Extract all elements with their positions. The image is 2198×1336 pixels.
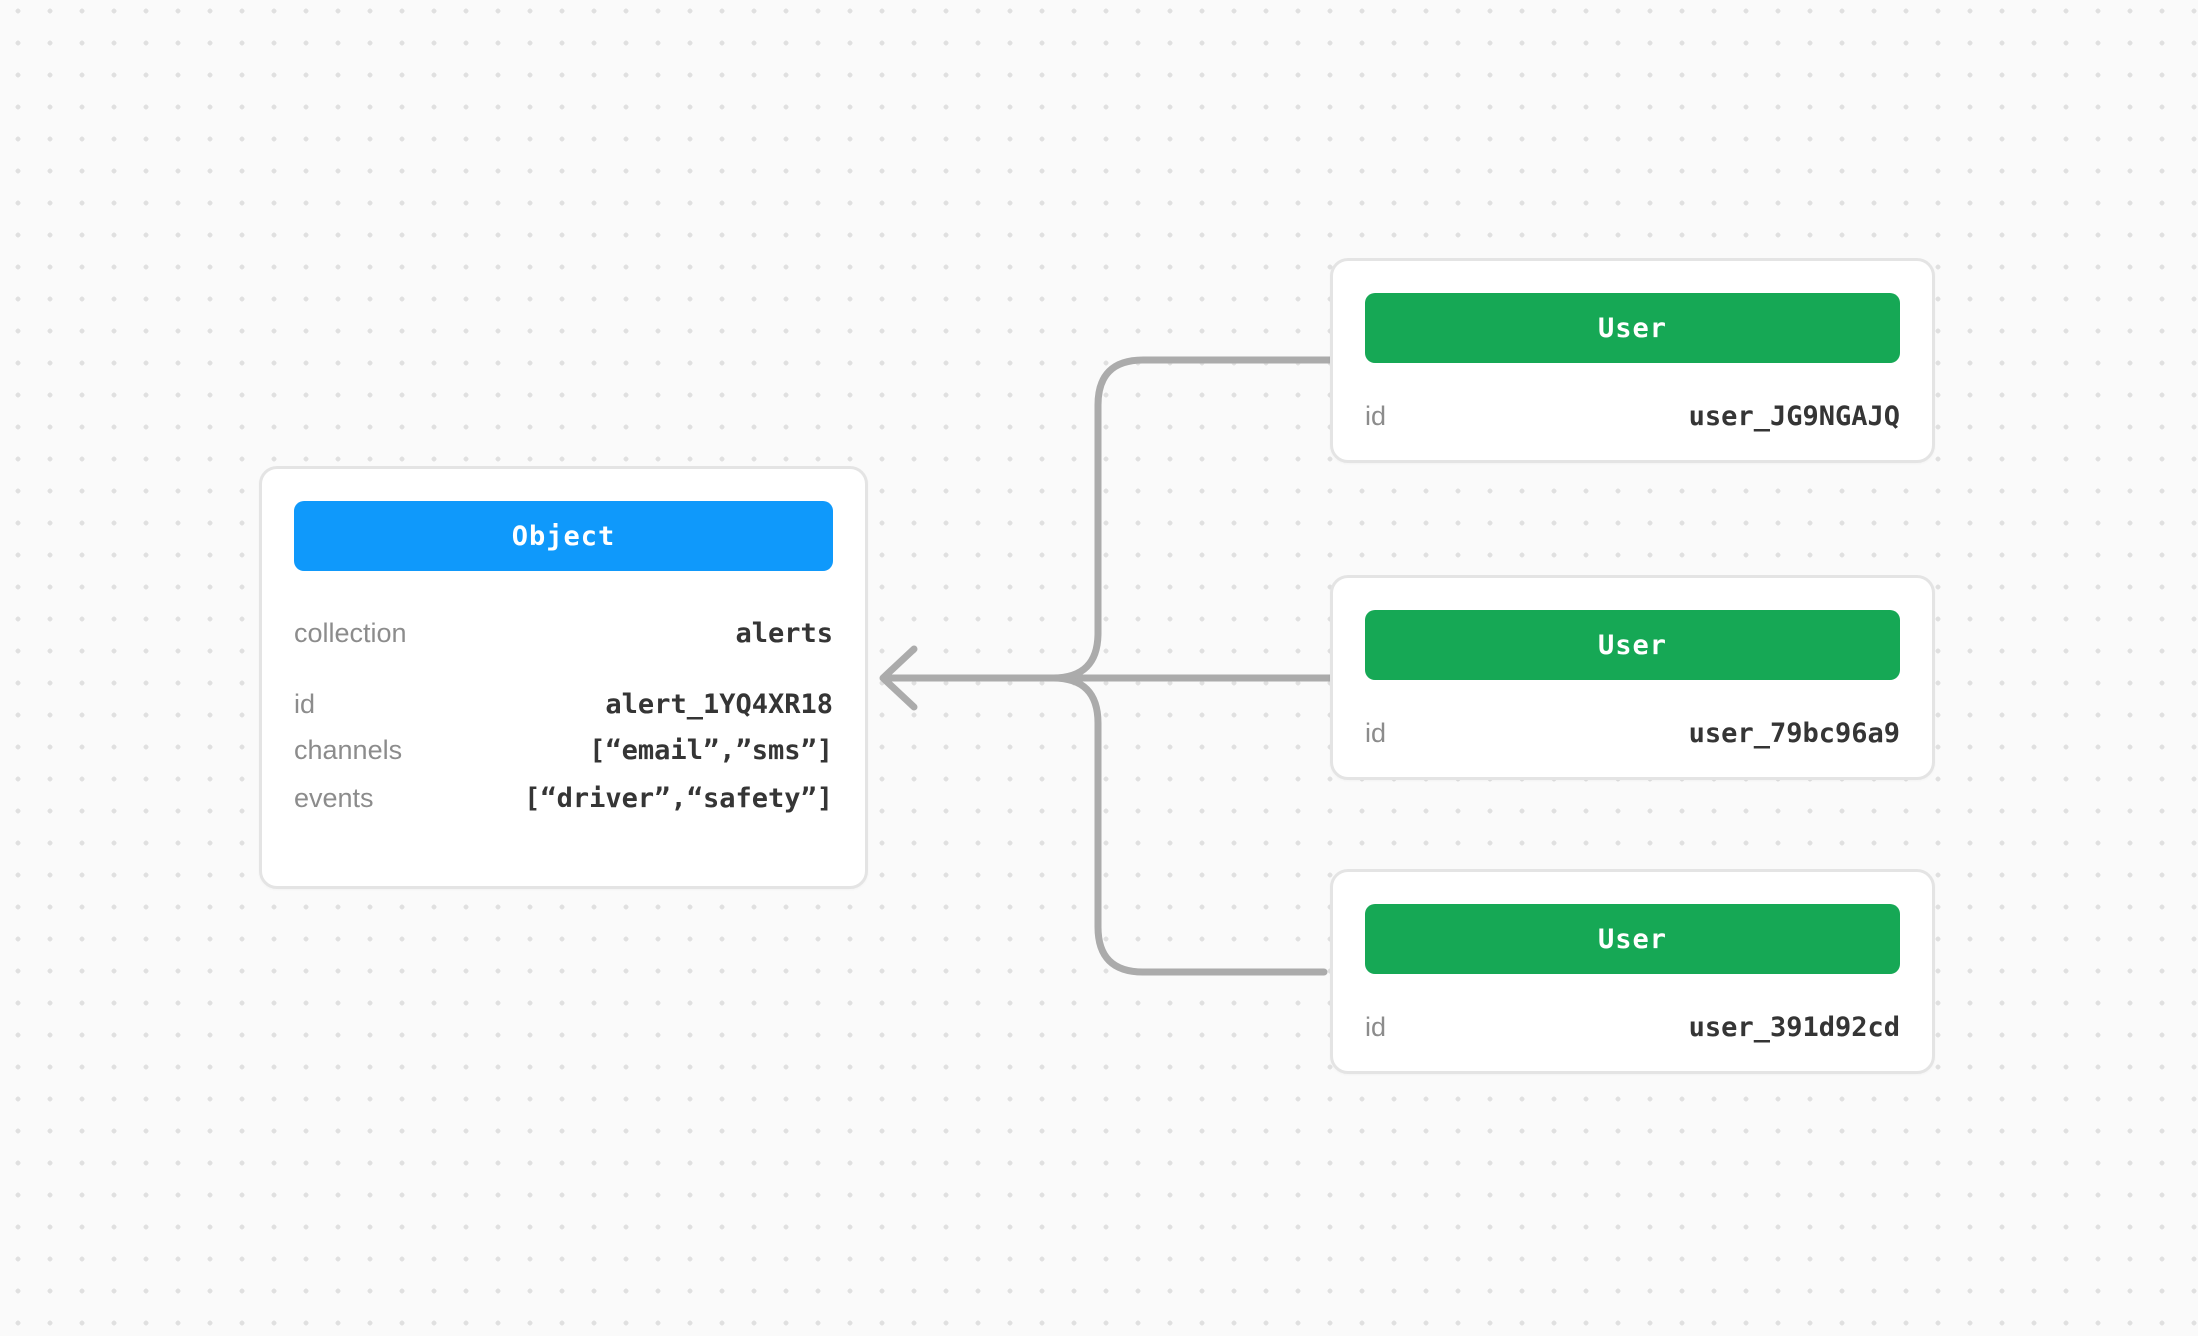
events-value: [“driver”,“safety”]	[524, 783, 833, 814]
field-row-id: id alert_1YQ4XR18	[294, 689, 833, 723]
object-card[interactable]: Object collection alerts id alert_1YQ4XR…	[259, 466, 868, 889]
field-row-user-2-id: id user_79bc96a9	[1365, 718, 1900, 752]
field-row-user-3-id: id user_391d92cd	[1365, 1012, 1900, 1046]
collection-label: collection	[294, 618, 407, 648]
user-1-id-value: user_JG9NGAJQ	[1688, 401, 1900, 432]
user-card-3[interactable]: User id user_391d92cd	[1330, 869, 1935, 1074]
user-2-id-value: user_79bc96a9	[1688, 718, 1900, 749]
field-row-events: events [“driver”,“safety”]	[294, 783, 833, 817]
user-2-id-label: id	[1365, 718, 1387, 748]
collection-value: alerts	[735, 618, 833, 649]
field-row-channels: channels [“email”,”sms”]	[294, 735, 833, 769]
user-card-2-header: User	[1365, 610, 1900, 680]
field-row-user-1-id: id user_JG9NGAJQ	[1365, 401, 1900, 435]
user-1-id-label: id	[1365, 401, 1387, 431]
user-card-3-body: id user_391d92cd	[1333, 1012, 1932, 1046]
channels-label: channels	[294, 735, 403, 765]
user-card-1[interactable]: User id user_JG9NGAJQ	[1330, 258, 1935, 463]
object-card-header: Object	[294, 501, 833, 571]
user-card-1-header: User	[1365, 293, 1900, 363]
user-3-id-label: id	[1365, 1012, 1387, 1042]
user-card-3-header: User	[1365, 904, 1900, 974]
events-label: events	[294, 783, 374, 813]
id-label: id	[294, 689, 316, 719]
channels-value: [“email”,”sms”]	[589, 735, 833, 766]
object-card-body: collection alerts id alert_1YQ4XR18 chan…	[262, 618, 865, 817]
user-card-2[interactable]: User id user_79bc96a9	[1330, 575, 1935, 780]
user-card-2-body: id user_79bc96a9	[1333, 718, 1932, 752]
connector-top-branch	[1049, 356, 1336, 682]
user-card-1-body: id user_JG9NGAJQ	[1333, 401, 1932, 435]
user-3-id-value: user_391d92cd	[1688, 1012, 1900, 1043]
id-value: alert_1YQ4XR18	[605, 689, 833, 720]
field-row-collection: collection alerts	[294, 618, 833, 652]
connector-bottom-branch	[1049, 674, 1328, 976]
arrowhead-icon	[879, 645, 918, 711]
